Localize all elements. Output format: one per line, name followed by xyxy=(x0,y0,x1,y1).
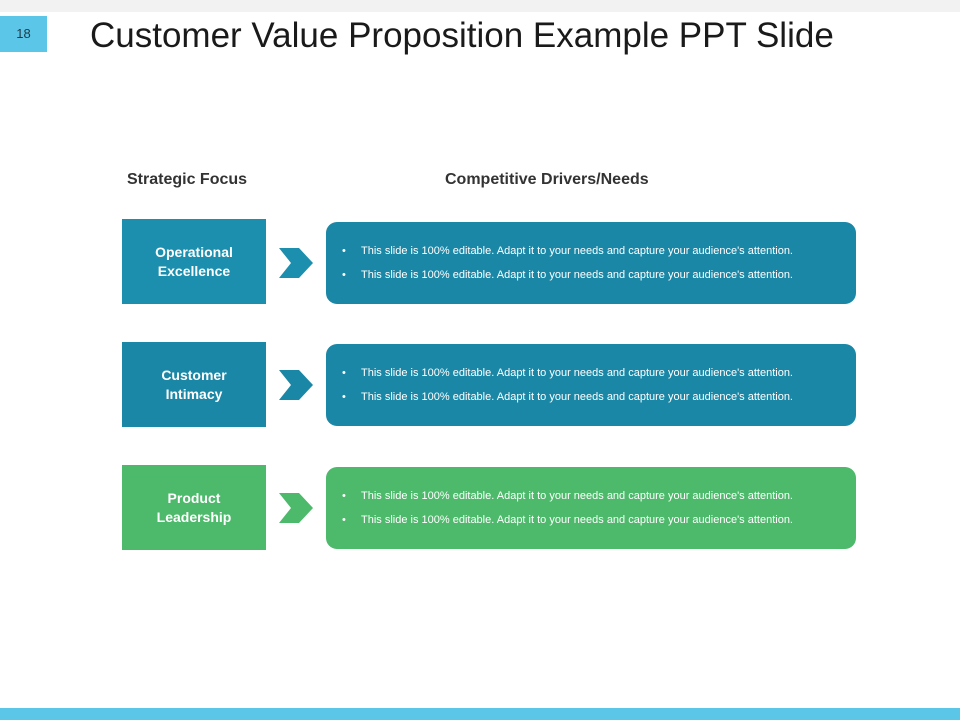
bullet-icon: • xyxy=(342,269,346,281)
bullet-icon: • xyxy=(342,490,346,502)
focus-box-customer-intimacy: Customer Intimacy xyxy=(122,342,266,427)
chevron-arrow-icon xyxy=(279,248,313,278)
driver-bullet-item: •This slide is 100% editable. Adapt it t… xyxy=(342,391,793,403)
bullet-icon: • xyxy=(342,514,346,526)
drivers-box-customer-intimacy: •This slide is 100% editable. Adapt it t… xyxy=(326,344,856,426)
slide-title: Customer Value Proposition Example PPT S… xyxy=(90,16,834,55)
driver-bullet-item: •This slide is 100% editable. Adapt it t… xyxy=(342,490,793,502)
focus-box-product-leadership: Product Leadership xyxy=(122,465,266,550)
drivers-box-product-leadership: •This slide is 100% editable. Adapt it t… xyxy=(326,467,856,549)
bullet-icon: • xyxy=(342,367,346,379)
strategic-focus-header: Strategic Focus xyxy=(127,171,248,188)
bullet-icon: • xyxy=(342,391,346,403)
driver-bullet-item: •This slide is 100% editable. Adapt it t… xyxy=(342,269,793,281)
driver-bullet-item: •This slide is 100% editable. Adapt it t… xyxy=(342,245,793,257)
slide-number: 18 xyxy=(0,16,47,52)
focus-box-operational-excellence: Operational Excellence xyxy=(122,219,266,304)
driver-bullet-item: •This slide is 100% editable. Adapt it t… xyxy=(342,367,793,379)
bottom-accent-bar xyxy=(0,708,960,720)
drivers-box-operational-excellence: •This slide is 100% editable. Adapt it t… xyxy=(326,222,856,304)
chevron-arrow-icon xyxy=(279,493,313,523)
competitive-drivers-header: Competitive Drivers/Needs xyxy=(445,171,649,188)
chevron-arrow-icon xyxy=(279,370,313,400)
bullet-icon: • xyxy=(342,245,346,257)
top-strip xyxy=(0,0,960,12)
driver-bullet-item: •This slide is 100% editable. Adapt it t… xyxy=(342,514,793,526)
